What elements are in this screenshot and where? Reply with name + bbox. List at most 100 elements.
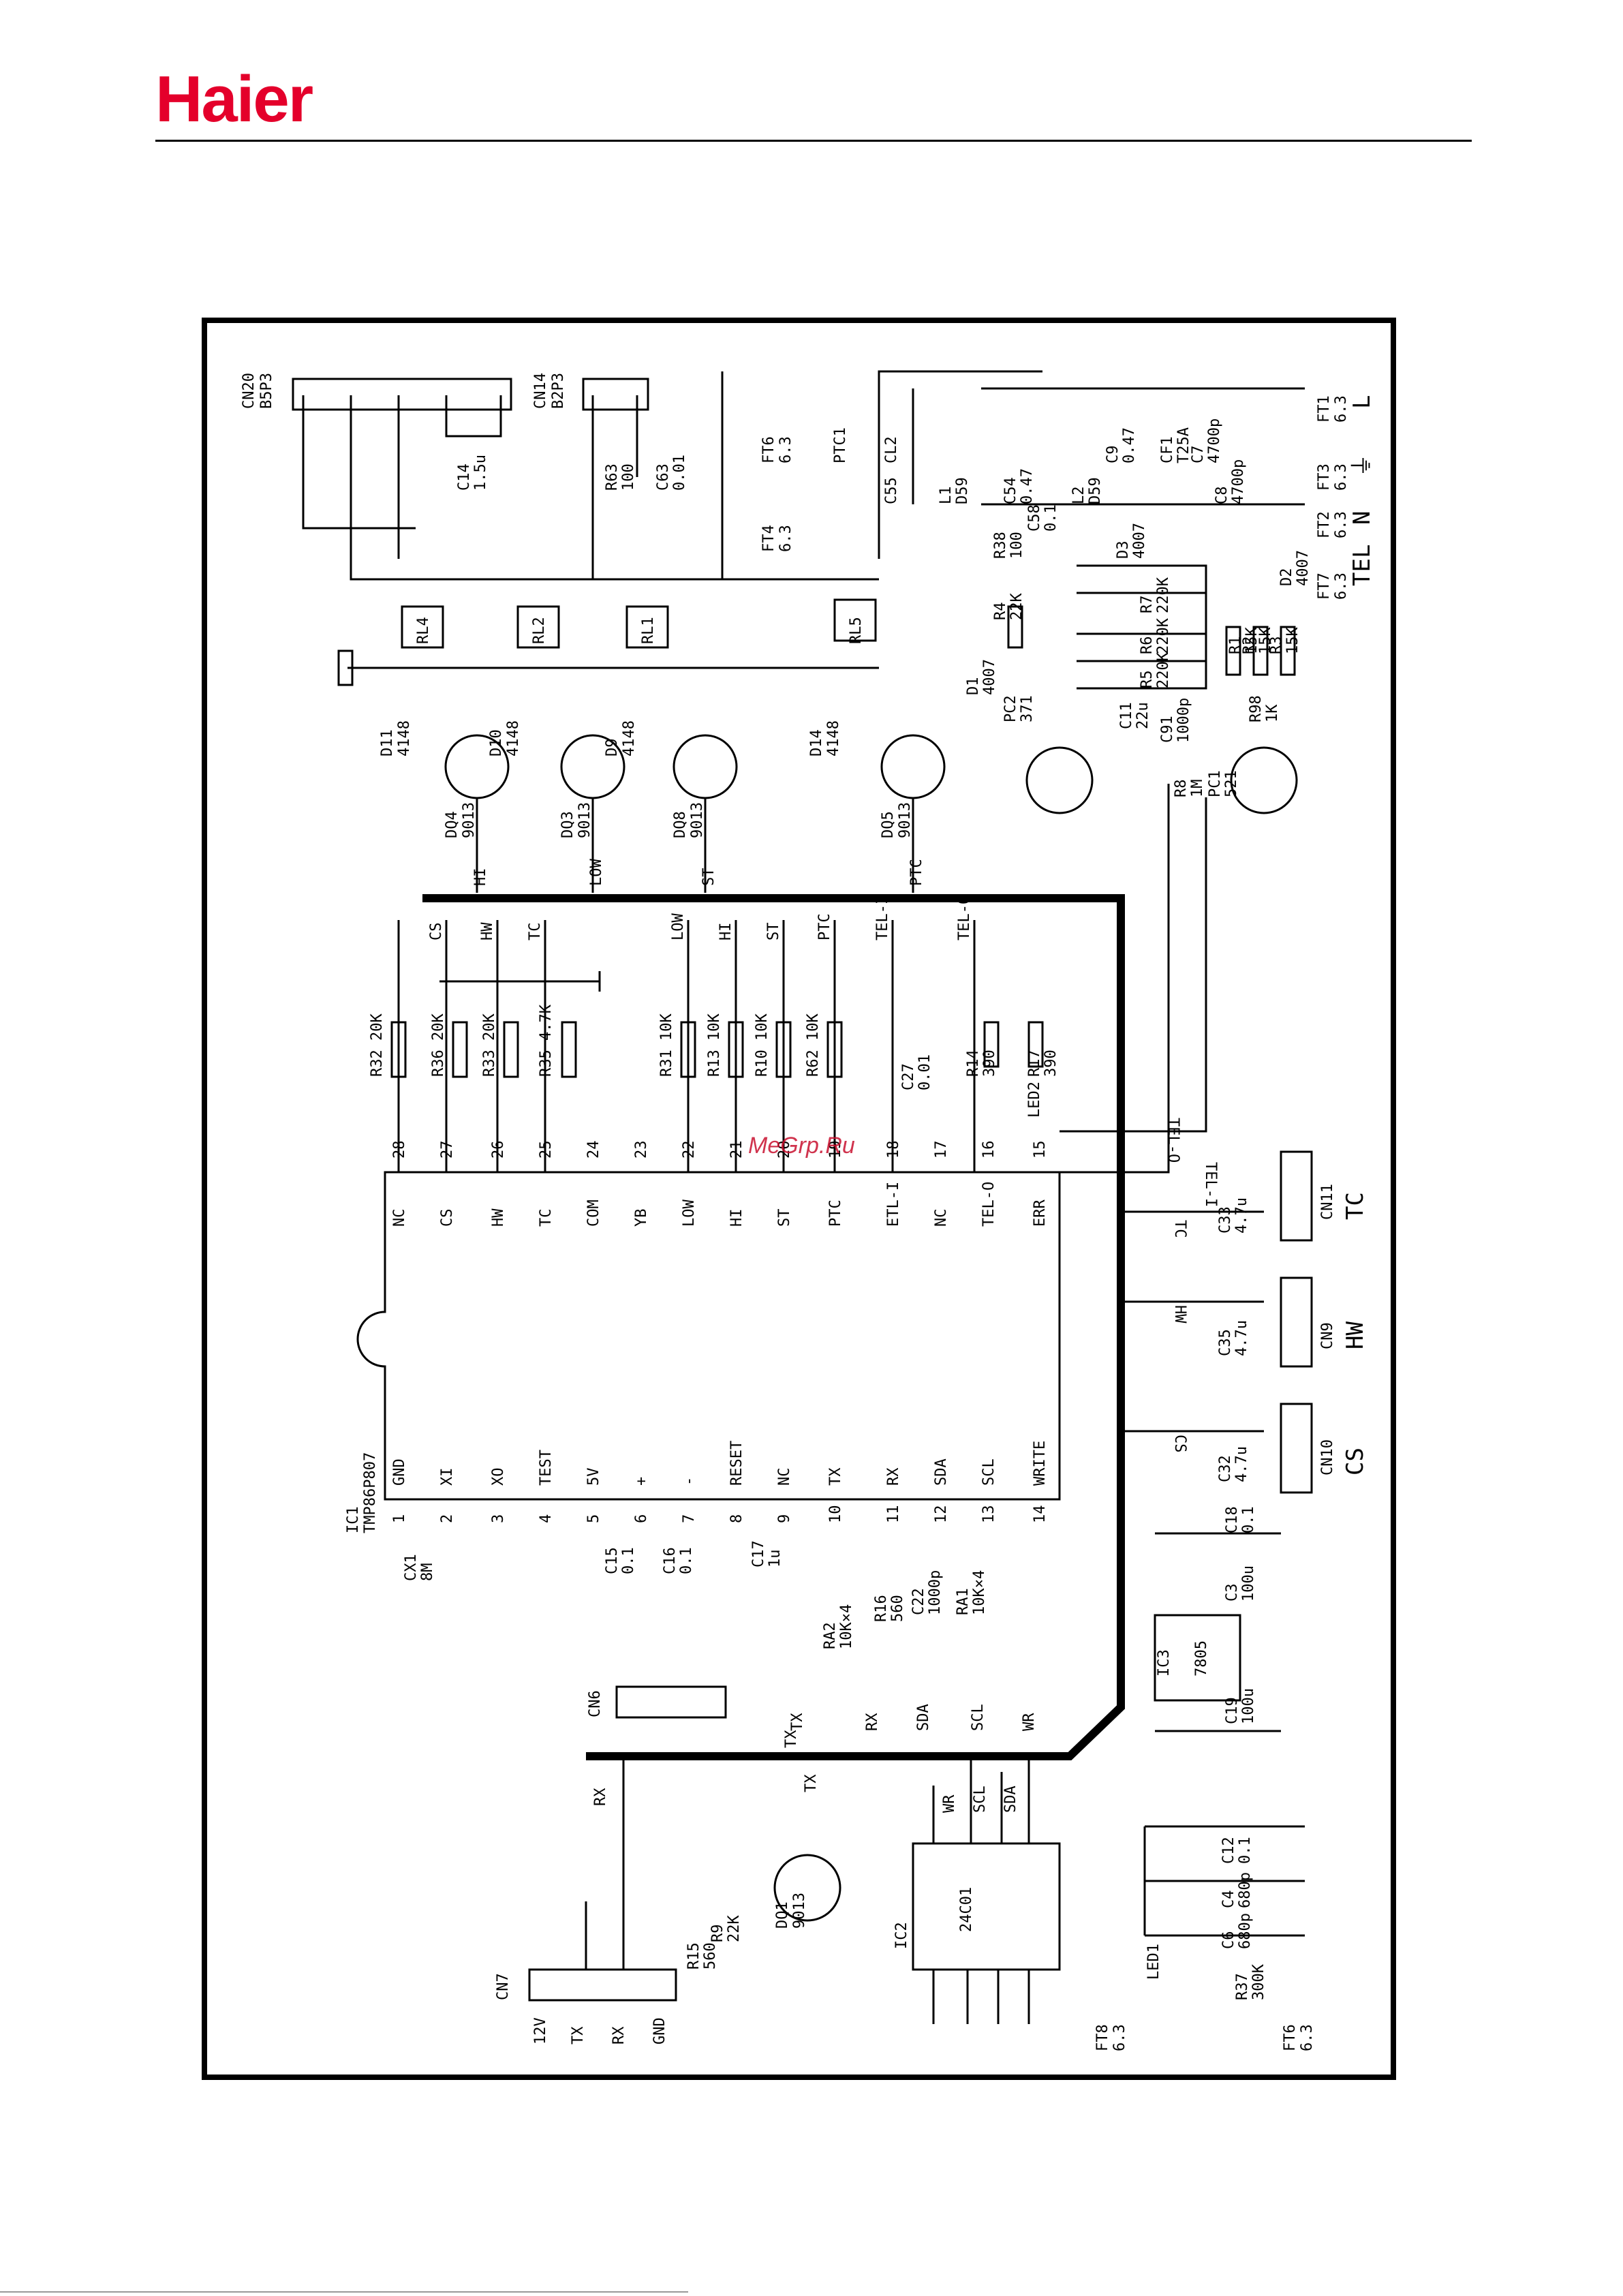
ic1-pin-name: NC [933,1209,950,1227]
pull-resistor-label: R35 4.7K [538,1004,555,1077]
component-ref: R4 [992,602,1009,621]
component-ref: CL2 [883,436,900,463]
diode-ref: D11 [379,729,396,756]
diode-part: 4148 [825,720,842,756]
transistor-ref: DQ1 [774,1901,791,1929]
component-value: 4.7u [1233,1320,1250,1356]
ic1-pin-name: TEL-O [980,1182,998,1227]
terminal-ref: FT8 [1094,2024,1111,2051]
component-ref: R6 [1139,637,1156,655]
component-ref: C11 [1118,702,1135,729]
terminal-value: 6.3 [777,525,794,552]
component-ref: C32 [1217,1455,1234,1482]
transistor-ref: DQ5 [880,811,897,838]
component-value: 4.7u [1233,1197,1250,1234]
component-ref: C12 [1220,1837,1237,1864]
terminal-value: 6.3 [1333,395,1350,423]
ic1-pin-name: HW [490,1208,507,1227]
terminal-value: 6.3 [1299,2024,1316,2051]
component-value: 560 [702,1942,719,1970]
transistor-net-label: TX [803,1774,820,1792]
ic1-pin-name: ETL-I [885,1182,902,1227]
terminal-value: 6.3 [1111,2024,1128,2051]
ic1-pin-name: TX [827,1467,844,1486]
footer-rule [0,2291,688,2293]
component-value: 1000p [1175,698,1192,743]
bus-label-top: PTC [816,913,833,940]
ic1-pin-number: 5 [585,1514,602,1523]
component-ref: C27 [900,1063,917,1090]
ic1-pin-number: 17 [933,1141,950,1159]
ic1-pin-name: HI [728,1209,745,1227]
component-ref: R63 [604,463,621,491]
component-value: 390 [1042,1050,1060,1077]
component-ref: R8 [1173,780,1190,798]
component-ref: C63 [655,463,672,491]
transistor-part: 9013 [791,1893,808,1929]
ic3-part: 7805 [1193,1640,1210,1677]
component-ref: C6 [1220,1931,1237,1950]
bus-label-top: TEL-I [874,896,891,940]
bus-label-bottom: TX [789,1713,806,1731]
cn6-ref: CN6 [587,1690,604,1717]
ic1-pin-name: RESET [728,1441,745,1486]
component-ref: RA1 [955,1588,972,1615]
cn10-label: CS [1342,1448,1369,1475]
component-ref: D2 [1278,568,1295,587]
cn14-part: B2P3 [550,373,567,409]
component-value: 0.01 [916,1054,933,1090]
diode-part: 4148 [505,720,522,756]
component-value: 4007 [981,659,998,695]
terminal-ref: FT1 [1316,395,1333,423]
component-ref: C16 [662,1547,679,1574]
ic1-pin-name: ST [776,1209,793,1227]
component-value: 4700p [1206,418,1223,463]
terminal-function: L [1348,395,1376,409]
ic1-pin-number: 14 [1032,1505,1049,1524]
ic1-bottom-pins: 1GND2XI3XO4TEST55V6+7-8RESET9NC10TX11RX1… [391,1441,1049,1523]
transistor-ref: DQ8 [672,811,689,838]
component-value: 371 [1019,695,1036,722]
bus-label-top: ST [765,923,782,941]
ic1-pin-number: 11 [885,1505,902,1524]
bus-label-top: HI [717,923,735,941]
ic1-pin-name: TEST [538,1450,555,1486]
component-ref: R16 [873,1595,890,1622]
ic1-pin-name: GND [391,1458,408,1486]
cn9-ref: CN9 [1319,1322,1336,1349]
ic1-pin-number: 15 [1032,1141,1049,1159]
ic1-pin-number: 9 [776,1514,793,1523]
component-ref: C58 [1026,504,1043,532]
component-ref: C35 [1217,1329,1234,1356]
component-ref: C55 [883,477,900,504]
ic1-pin-name: LOW [681,1199,698,1227]
component-ref: PC1 [1207,770,1224,797]
component-value: 220K [1155,617,1172,654]
component-value: 10K×4 [971,1570,988,1615]
bus-label-top: CS [428,923,445,941]
bus-label-rx-lower: RX [592,1788,609,1806]
ic1-pin-name: COM [585,1199,602,1227]
component-value: 22K [726,1915,743,1942]
component-value: 0.47 [1121,427,1138,463]
component-value: 10K×4 [838,1604,855,1649]
bus-label-bottom: WR [1021,1713,1038,1731]
pull-resistor-label: R33 20K [481,1013,498,1077]
relay-label: RL5 [848,617,865,644]
component-ref: R98 [1248,695,1265,722]
component-value: 0.1 [620,1547,637,1574]
transistor-net-label: LOW [588,859,605,886]
ic1-pin-name: 5V [585,1468,602,1486]
terminal-value: 6.3 [1333,511,1350,538]
bus-label-tx-lower: TX [783,1730,800,1748]
component-value: 521 [1223,770,1240,797]
cn11-ref: CN11 [1319,1184,1336,1220]
component-value: D59 [1087,477,1104,504]
component-ref: C18 [1224,1506,1241,1533]
pull-resistor-label: R36 20K [430,1013,447,1077]
ic-labels: IC1 TMP86P807 IC2 24C01 IC3 7805 [345,1452,1210,1949]
component-ref: RA2 [822,1622,839,1649]
